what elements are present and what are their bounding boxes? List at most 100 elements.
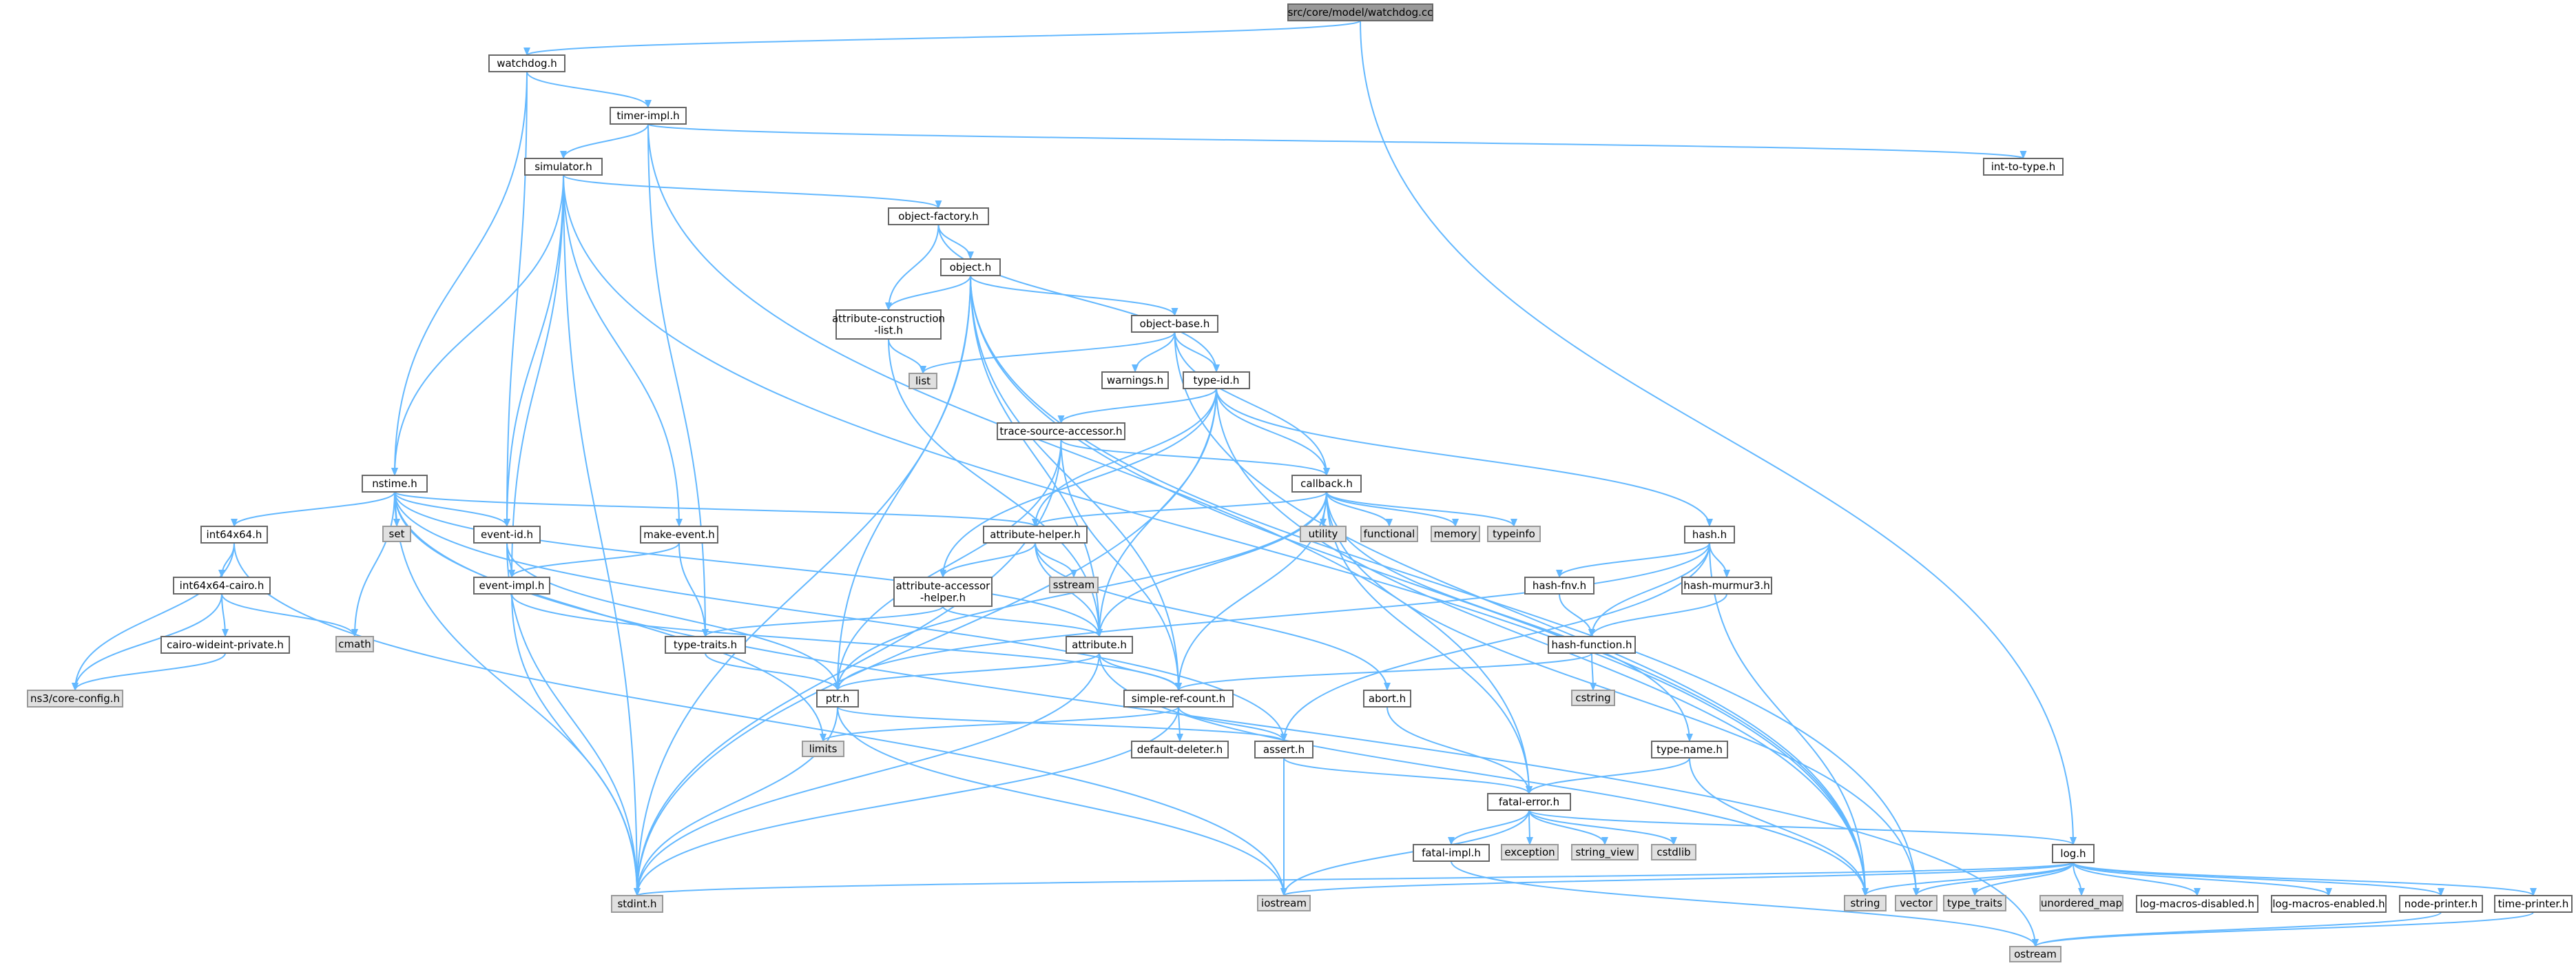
node-box [1066,636,1133,654]
edge-type_id_h-to-callback_h [1216,388,1330,476]
edge-int64x64_cairo_h-to-cmath [221,593,358,637]
node-box [1681,577,1772,595]
node-label: cstdlib [1656,846,1690,858]
node-label: fatal-impl.h [1422,847,1481,859]
edge-type_name_h-to-fatal_error_h [1526,757,1690,794]
node-object-base-h[interactable]: object-base.h [1131,315,1218,333]
node-int64x64-h[interactable]: int64x64.h [200,526,268,544]
node-cmath: cmath [335,636,374,652]
node-box [1571,844,1639,860]
node-label: -helper.h [920,592,966,604]
node-log-macros-enabled-h[interactable]: log-macros-enabled.h [2271,895,2387,913]
node-event-id-h[interactable]: event-id.h [473,526,541,544]
node-label: string_view [1575,846,1634,859]
edge-log_h-to-node_printer_h [2073,862,2444,896]
node-label: log-macros-disabled.h [2140,898,2254,910]
node-watchdog-h[interactable]: watchdog.h [488,54,565,72]
node-node-printer-h[interactable]: node-printer.h [2399,895,2483,913]
edge-type_id_h-to-stdint_h [634,388,1217,896]
node-fatal-error-h[interactable]: fatal-error.h [1487,793,1571,811]
node-label: attribute.h [1072,639,1127,651]
node-warnings-h[interactable]: warnings.h [1101,371,1169,389]
node-callback-h[interactable]: callback.h [1291,475,1362,493]
node-hash-function-h[interactable]: hash-function.h [1548,636,1636,654]
node-core-config-h: ns3/core-config.h [27,690,123,708]
edge-ptr_h-to-iostream [837,706,1287,896]
node-label: simple-ref-count.h [1132,692,1225,705]
node-label: ns3/core-config.h [30,692,120,705]
node-stdint-h: stdint.h [611,895,663,913]
node-box [2136,895,2258,913]
node-box [524,158,603,176]
node-label: time-printer.h [2498,898,2569,910]
node-cairo-wideint-h[interactable]: cairo-wideint-private.h [160,636,290,654]
edge-hash_function_h-to-simple_ref_count_h [1175,652,1592,691]
node-event-impl-h[interactable]: event-impl.h [473,577,550,595]
node-make-event-h[interactable]: make-event.h [640,526,718,544]
node-type-id-h[interactable]: type-id.h [1183,371,1250,389]
node-time-printer-h[interactable]: time-printer.h [2494,895,2573,913]
node-box [893,577,993,607]
node-trace-source-accessor-h[interactable]: trace-source-accessor.h [997,422,1125,440]
node-box [173,577,271,595]
node-attr-construction[interactable]: attribute-construction-list.h [832,309,945,340]
node-int64x64-cairo-h[interactable]: int64x64-cairo.h [173,577,271,595]
node-type-traits-h[interactable]: type-traits.h [665,636,746,654]
edge-object_factory_h-to-type_id_h [937,224,1220,373]
edge-timer_impl_h-to-simulator_h [560,123,649,159]
edge-object_factory_h-to-attr_construction [885,224,939,311]
edge-simulator_h-to-string [563,174,1869,896]
node-object-factory-h[interactable]: object-factory.h [888,207,989,225]
edge-hash_h-to-hash_murmur3_h [1709,542,1730,578]
node-assert-h[interactable]: assert.h [1254,741,1313,759]
node-box [1983,158,2064,176]
node-simulator-h[interactable]: simulator.h [524,158,603,176]
node-cstdlib: cstdlib [1651,844,1696,860]
node-root[interactable]: src/core/model/watchdog.cc [1287,3,1433,21]
node-type-name-h[interactable]: type-name.h [1651,741,1728,759]
node-ptr-h[interactable]: ptr.h [816,690,859,708]
node-box [816,690,859,708]
node-hash-h[interactable]: hash.h [1684,526,1735,544]
node-attribute-helper-h[interactable]: attribute-helper.h [983,526,1088,544]
edge-simple_ref_count_h-to-stdint_h [634,706,1179,896]
node-sstream: sstream [1049,577,1099,593]
edge-simple_ref_count_h-to-default_deleter_h [1176,706,1183,742]
node-abort-h[interactable]: abort.h [1363,690,1411,708]
edge-nstime_h-to-cmath [351,491,395,637]
node-label: int64x64-cairo.h [180,579,264,592]
node-label: cstring [1575,692,1610,704]
node-simple-ref-count-h[interactable]: simple-ref-count.h [1123,690,1234,708]
node-hash-murmur3-h[interactable]: hash-murmur3.h [1681,577,1772,595]
node-box [2052,844,2095,863]
edge-abort_h-to-fatal_error_h [1386,706,1533,794]
node-timer-impl-h[interactable]: timer-impl.h [610,107,687,125]
node-int-to-type-h[interactable]: int-to-type.h [1983,158,2064,176]
node-attribute-h[interactable]: attribute.h [1066,636,1133,654]
node-log-h[interactable]: log.h [2052,844,2095,863]
node-label: log-macros-enabled.h [2272,898,2385,910]
edge-int64x64_h-to-iostream [233,542,1287,896]
edge-make_event_h-to-type_traits_h [678,542,709,637]
node-log-macros-disabled-h[interactable]: log-macros-disabled.h [2136,895,2258,913]
edge-callback_h-to-typeinfo [1326,491,1517,527]
node-box [488,54,565,72]
node-box [1183,371,1250,389]
node-nstime-h[interactable]: nstime.h [362,475,428,493]
node-hash-fnv-h[interactable]: hash-fnv.h [1524,577,1595,595]
node-string: string [1844,895,1887,911]
node-box [665,636,746,654]
node-fatal-impl-h[interactable]: fatal-impl.h [1413,844,1490,862]
node-object-h[interactable]: object.h [940,258,1001,276]
node-attr-accessor-helper[interactable]: attribute-accessor-helper.h [893,577,993,607]
node-label: cairo-wideint-private.h [167,639,284,651]
edge-type_id_h-to-string [1216,388,1869,896]
edge-object_factory_h-to-object_h [937,224,974,260]
node-default-deleter-h[interactable]: default-deleter.h [1131,741,1229,759]
node-label: attribute-helper.h [990,528,1081,541]
edge-fatal_error_h-to-exception [1526,809,1533,845]
edge-simple_ref_count_h-to-assert_h [1178,706,1287,742]
node-label: trace-source-accessor.h [999,425,1122,437]
node-label: typeinfo [1493,528,1535,540]
edge-root-to-watchdog_h [523,20,1361,56]
